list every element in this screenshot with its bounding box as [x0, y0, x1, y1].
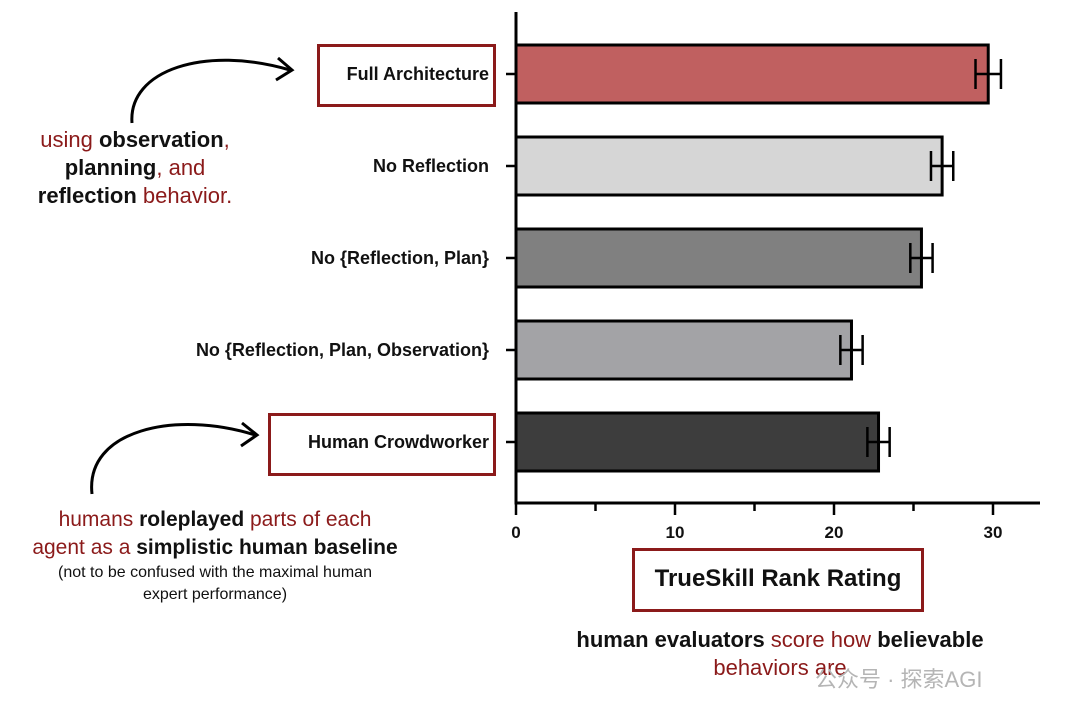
bottom-annotation: humans roleplayed parts of each agent as…	[32, 508, 398, 603]
bar	[514, 411, 881, 473]
axes-layer: Full Architecture No Reflection No {Reflec…	[196, 12, 1040, 542]
category-label: No {Reflection, Plan, Observation}	[196, 340, 489, 360]
arrow-top	[130, 58, 291, 124]
arrow-bottom	[90, 423, 256, 495]
watermark: 公众号 · 探索AGI	[815, 667, 983, 692]
x-tick-label: 20	[825, 523, 844, 542]
category-label: Full Architecture	[347, 64, 489, 84]
human-crowdworker-box	[268, 413, 496, 476]
x-tick-label: 10	[666, 523, 685, 542]
category-label: No {Reflection, Plan}	[311, 248, 489, 268]
bar	[514, 227, 923, 289]
xlabel-box	[632, 548, 924, 612]
caption: human evaluators score how believable be…	[576, 627, 984, 680]
x-axis-title: TrueSkill Rank Rating	[654, 565, 902, 592]
arrow-bottom-head	[240, 421, 260, 448]
bar	[514, 319, 853, 381]
x-tick-label: 0	[511, 523, 520, 542]
category-label: Human Crowdworker	[308, 432, 489, 452]
bar	[514, 43, 990, 105]
category-label: No Reflection	[373, 156, 489, 176]
top-annotation: using observation, planning, and reflect…	[37, 127, 233, 208]
x-tick-label: 30	[984, 523, 1003, 542]
full-architecture-box	[317, 44, 496, 107]
bar	[514, 135, 944, 197]
bars-layer	[514, 43, 1003, 473]
arrow-top-head	[275, 56, 295, 82]
